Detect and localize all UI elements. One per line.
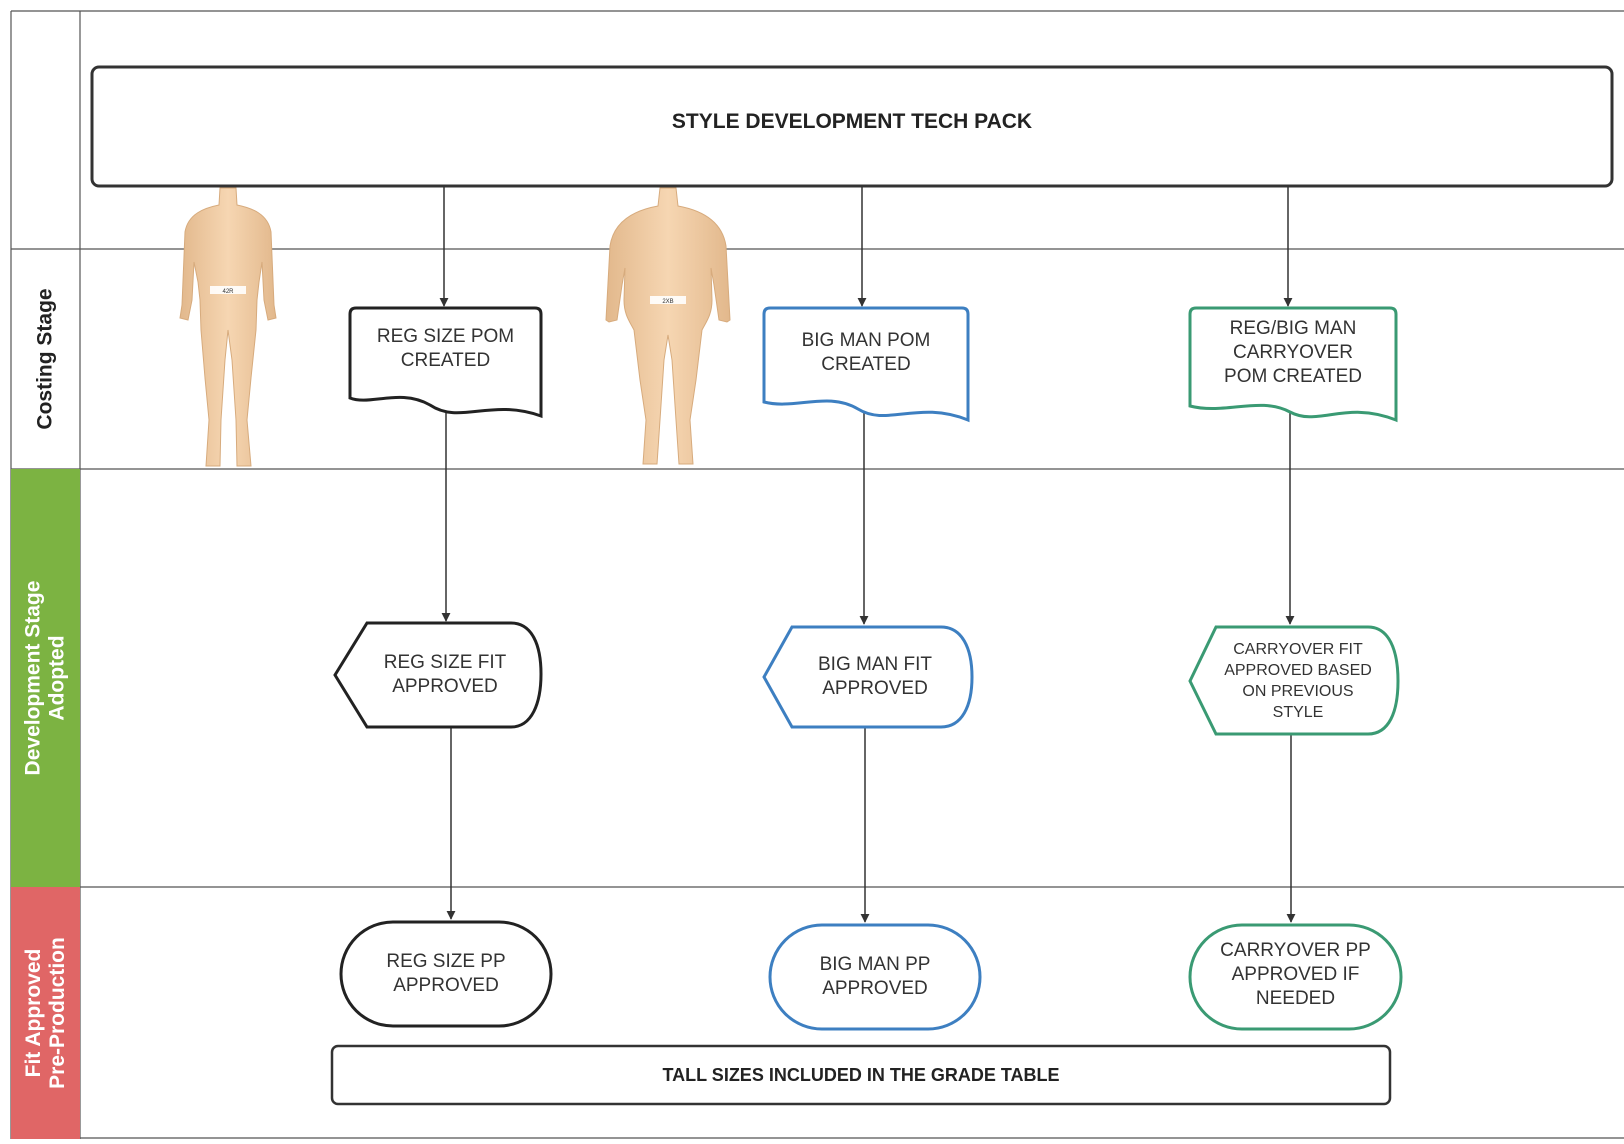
carry-fit-label: CARRYOVER FIT APPROVED BASED ON PREVIOUS… [1224,640,1372,721]
regular-mannequin: 42R [179,187,277,467]
tall-sizes-box [330,1044,1392,1106]
svg-text:42R: 42R [222,289,234,295]
reg-pp-shape [339,920,553,1028]
carry-fit-shape [1188,625,1400,736]
tall-sizes-label: TALL SIZES INCLUDED IN THE GRADE TABLE [662,1065,1060,1085]
reg-pp-label: REG SIZE PP APPROVED [386,951,506,996]
big-pp-shape [768,923,982,1031]
reg-pom-label: REG SIZE POM CREATED [376,326,515,371]
lane-label-line: Fit Approved [21,948,45,1078]
big-fit-shape [762,625,974,729]
reg-fit-label: REG SIZE FIT APPROVED [383,652,507,697]
big-fit-label: BIG MAN FIT APPROVED [818,654,932,699]
lane-label-costing: Costing Stage [11,249,80,469]
carry-pp-shape [1188,923,1403,1031]
connectors [439,186,1296,923]
big-mannequin: 2XB [605,187,731,465]
lane-label-line: Development Stage [21,580,45,776]
carry-pom-label: REG/BIG MAN CARRYOVER POM CREATED [1224,318,1362,387]
lane-label-line: Costing Stage [33,288,57,430]
tech-pack-title: STYLE DEVELOPMENT TECH PACK [671,110,1033,133]
big-pom-label: BIG MAN POM CREATED [801,330,931,375]
reg-fit-shape [333,621,543,729]
svg-text:2XB: 2XB [662,299,673,305]
lane-label-line: Adopted [45,635,69,721]
reg-pom-shape [348,306,543,419]
lane-label-line: Pre-Production [45,937,69,1089]
carry-pom-shape [1188,306,1398,423]
big-pom-shape [762,306,970,423]
carry-pp-label: CARRYOVER PP APPROVED IF NEEDED [1220,940,1371,1009]
big-pp-label: BIG MAN PP APPROVED [819,954,931,999]
tech-pack-box [90,65,1614,188]
lane-grid [10,10,1624,1139]
